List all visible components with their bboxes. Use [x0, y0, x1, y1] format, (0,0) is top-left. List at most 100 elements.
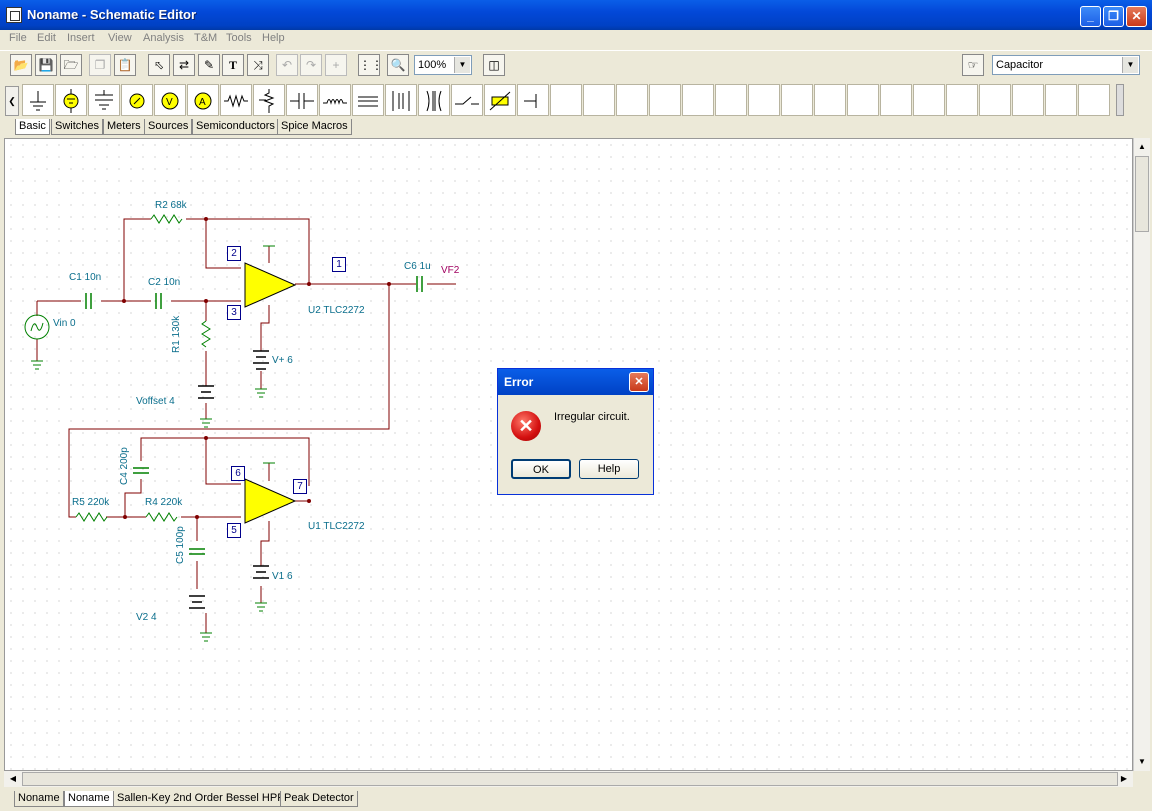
multi-ground-icon[interactable] [88, 84, 120, 116]
tab-switches[interactable]: Switches [51, 119, 104, 135]
empty-slot[interactable] [913, 84, 945, 116]
horizontal-scroll-thumb[interactable] [22, 772, 1118, 786]
empty-slot[interactable] [847, 84, 879, 116]
pin-marker-6[interactable]: 6 [231, 466, 245, 481]
inductor-icon[interactable] [319, 84, 351, 116]
minimize-button[interactable]: _ [1080, 6, 1101, 27]
scroll-up-icon[interactable]: ▲ [1138, 142, 1146, 151]
pencil-icon[interactable]: ✎ [198, 54, 220, 76]
tab-meters[interactable]: Meters [103, 119, 145, 135]
battery-icon[interactable] [55, 84, 87, 116]
tab-sources[interactable]: Sources [144, 119, 193, 135]
tab-noname-2[interactable]: Noname [64, 791, 114, 807]
menu-edit[interactable]: Edit [37, 32, 56, 44]
pin-tool-icon[interactable]: ⤨ [247, 54, 269, 76]
pin-marker-2[interactable]: 2 [227, 246, 241, 261]
horizontal-scrollbar[interactable]: ◀ ▶ [4, 771, 1133, 787]
empty-slot[interactable] [1078, 84, 1110, 116]
text-tool-icon[interactable]: T [222, 54, 244, 76]
paste-icon[interactable]: 📋 [114, 54, 136, 76]
select-arrow-icon[interactable]: ⬁ [148, 54, 170, 76]
empty-slot[interactable] [1045, 84, 1077, 116]
zoom-icon[interactable]: 🔍 [387, 54, 409, 76]
ok-button[interactable]: OK [511, 459, 571, 479]
voltmeter-icon[interactable]: V [154, 84, 186, 116]
close-button[interactable]: ✕ [1126, 6, 1147, 27]
empty-slot[interactable] [649, 84, 681, 116]
coupled-inductor-icon[interactable] [385, 84, 417, 116]
scroll-left-icon[interactable]: ❮ [5, 86, 19, 116]
open-icon[interactable]: 🗁 [60, 54, 82, 76]
scroll-right-icon[interactable]: ▶ [1120, 774, 1128, 783]
menu-analysis[interactable]: Analysis [143, 32, 184, 44]
switch-icon[interactable] [451, 84, 483, 116]
scroll-down-icon[interactable]: ▼ [1138, 757, 1146, 766]
empty-slot[interactable] [1012, 84, 1044, 116]
tab-basic[interactable]: Basic [15, 119, 50, 135]
parts-bar-grip[interactable] [1116, 84, 1124, 116]
ground-icon[interactable] [22, 84, 54, 116]
chevron-down-icon[interactable]: ▼ [1122, 57, 1138, 73]
empty-slot[interactable] [748, 84, 780, 116]
app-icon[interactable] [6, 7, 22, 23]
menu-bar: File Edit Insert View Analysis T&M Tools… [0, 30, 1152, 48]
empty-slot[interactable] [814, 84, 846, 116]
vertical-scroll-thumb[interactable] [1135, 156, 1149, 232]
cursor-cross-icon[interactable]: + [325, 54, 347, 76]
scroll-left-icon[interactable]: ◀ [9, 774, 17, 783]
empty-slot[interactable] [583, 84, 615, 116]
help-button[interactable]: Help [579, 459, 639, 479]
resistor-icon[interactable] [220, 84, 252, 116]
menu-tools[interactable]: Tools [226, 32, 252, 44]
menu-insert[interactable]: Insert [67, 32, 95, 44]
empty-slot[interactable] [550, 84, 582, 116]
pin-marker-1[interactable]: 1 [332, 257, 346, 272]
menu-file[interactable]: File [9, 32, 27, 44]
vertical-scrollbar[interactable]: ▲ ▼ [1133, 138, 1150, 771]
save-icon[interactable]: 💾 [35, 54, 57, 76]
capacitor-icon[interactable] [286, 84, 318, 116]
empty-slot[interactable] [946, 84, 978, 116]
menu-tm[interactable]: T&M [194, 32, 218, 44]
tab-peak-detector[interactable]: Peak Detector [280, 791, 358, 807]
component-resistor-icon[interactable]: ◫ [483, 54, 505, 76]
empty-slot[interactable] [979, 84, 1011, 116]
wire-tool-icon[interactable]: ⇄ [173, 54, 195, 76]
document-tabs: Noname Noname Sallen-Key 2nd Order Besse… [0, 789, 1152, 811]
restore-button[interactable]: ❐ [1103, 6, 1124, 27]
tab-semiconductors[interactable]: Semiconductors [192, 119, 279, 135]
redo-icon[interactable]: ↷ [300, 54, 322, 76]
menu-help[interactable]: Help [262, 32, 285, 44]
transformer-core-icon[interactable] [418, 84, 450, 116]
zoom-select[interactable]: 100% ▼ [414, 55, 472, 75]
empty-slot[interactable] [715, 84, 747, 116]
transformer-icon[interactable] [352, 84, 384, 116]
empty-slot[interactable] [616, 84, 648, 116]
component-select[interactable]: Capacitor ▼ [992, 55, 1140, 75]
schematic-canvas[interactable]: R2 68k C1 10n C2 10n R1 130k Vin 0 Voffs… [4, 138, 1133, 771]
undo-icon[interactable]: ↶ [276, 54, 298, 76]
connector-icon[interactable] [517, 84, 549, 116]
tab-sallen-key[interactable]: Sallen-Key 2nd Order Bessel HPF [113, 791, 288, 807]
empty-slot[interactable] [682, 84, 714, 116]
pin-marker-5[interactable]: 5 [227, 523, 241, 538]
empty-slot[interactable] [781, 84, 813, 116]
current-source-icon[interactable] [121, 84, 153, 116]
close-icon[interactable]: ✕ [629, 372, 649, 392]
copy-icon[interactable]: ❐ [89, 54, 111, 76]
menu-view[interactable]: View [108, 32, 132, 44]
varistor-icon[interactable] [484, 84, 516, 116]
pin-marker-7[interactable]: 7 [293, 479, 307, 494]
label-v2: V2 4 [136, 612, 157, 623]
open-folder-icon[interactable]: 📂 [10, 54, 32, 76]
potentiometer-icon[interactable] [253, 84, 285, 116]
label-c6: C6 1u [404, 261, 431, 272]
tab-spice-macros[interactable]: Spice Macros [277, 119, 352, 135]
ammeter-icon[interactable]: A [187, 84, 219, 116]
grid-icon[interactable]: ⋮⋮ [358, 54, 383, 76]
hand-pointer-icon[interactable]: ☞ [962, 54, 984, 76]
chevron-down-icon[interactable]: ▼ [454, 57, 470, 73]
tab-noname-1[interactable]: Noname [14, 791, 64, 807]
pin-marker-3[interactable]: 3 [227, 305, 241, 320]
empty-slot[interactable] [880, 84, 912, 116]
